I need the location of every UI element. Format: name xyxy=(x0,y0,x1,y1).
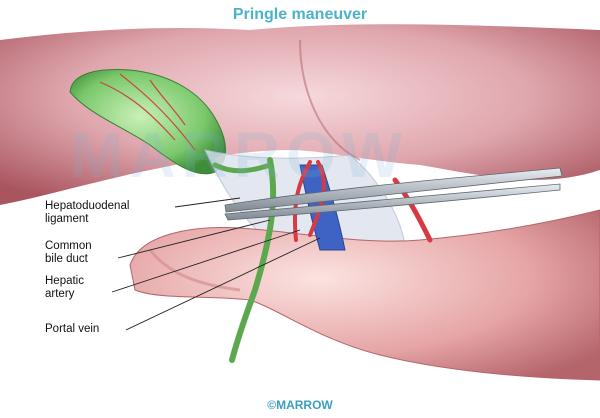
leader-common-bile-duct xyxy=(117,219,271,259)
figure-title: Pringle maneuver xyxy=(232,6,368,23)
watermark-text: MARROW xyxy=(70,119,409,191)
duodenal-curve xyxy=(148,249,241,292)
vascular-clamp-jaw-lower xyxy=(224,183,561,221)
cystic-duct xyxy=(212,162,273,174)
cystic-artery-branches xyxy=(99,73,196,151)
gallbladder xyxy=(69,69,226,175)
label-portal-vein: Portal vein xyxy=(45,323,100,335)
leader-hepatoduodenal xyxy=(174,197,241,208)
leader-hepatic-artery xyxy=(111,229,301,293)
common-bile-duct xyxy=(229,157,277,363)
label-common-bile-duct: Common bile duct xyxy=(45,240,92,265)
leader-portal-vein xyxy=(125,237,321,331)
label-hepatoduodenal-ligament: Hepatoduodenal ligament xyxy=(45,200,130,225)
copyright-credit: ©MARROW xyxy=(267,398,333,412)
vascular-clamp-jaw-upper xyxy=(224,167,563,213)
liver xyxy=(0,24,600,205)
liver-fissure xyxy=(299,39,361,161)
label-hepatic-artery: Hepatic artery xyxy=(45,275,84,300)
